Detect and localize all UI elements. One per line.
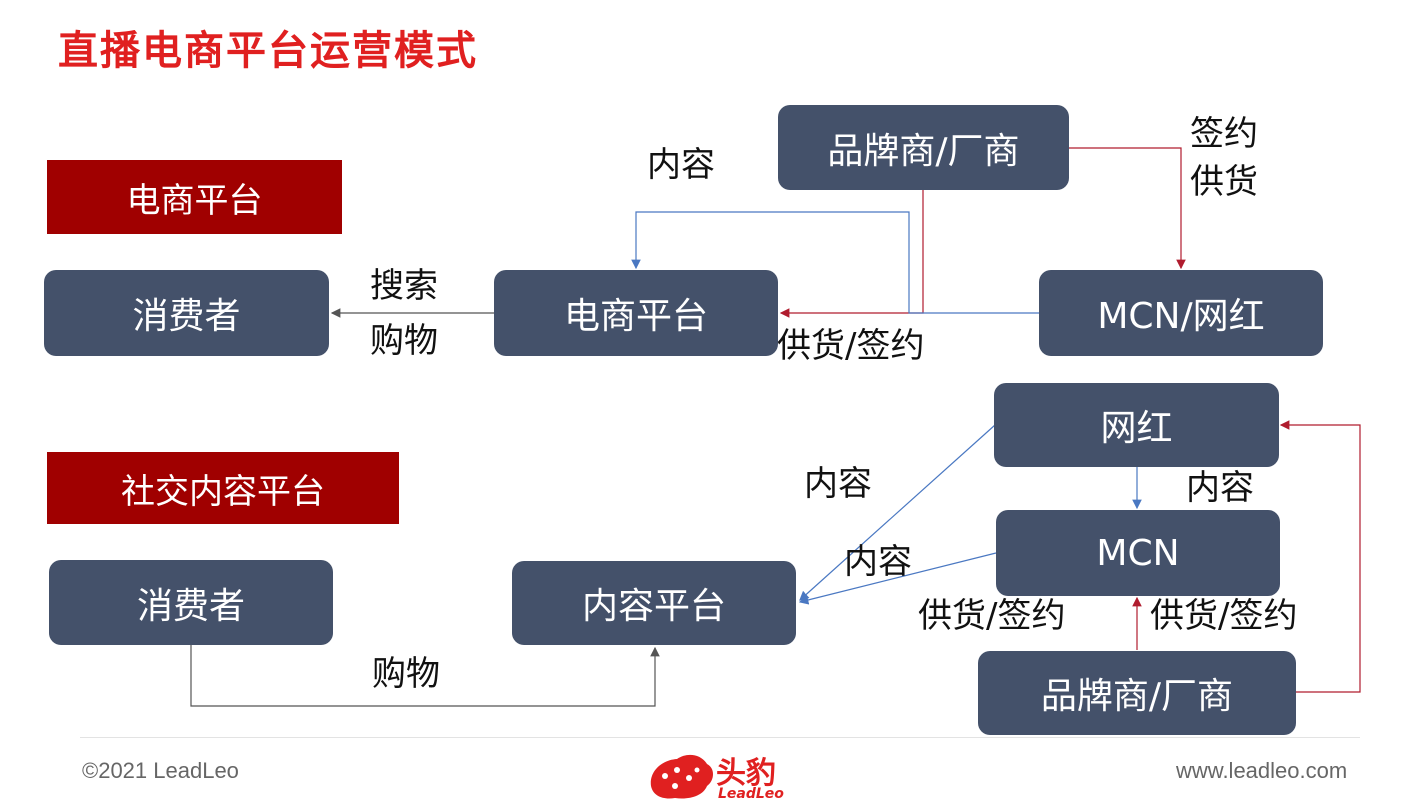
leopard-logo-icon	[650, 754, 713, 799]
label-content: 内容	[647, 145, 715, 185]
page-title: 直播电商平台运营模式	[58, 28, 478, 74]
edge-mcn-content-to-platform	[631, 211, 1039, 314]
label-search: 搜索	[370, 266, 438, 306]
edge-mcn-to-platform	[798, 552, 997, 605]
label-shop-2: 购物	[372, 654, 440, 694]
footer-url[interactable]: www.leadleo.com	[1176, 758, 1348, 783]
node-mcn-influencer: MCN/网红	[1039, 270, 1323, 356]
label-supply-sign-a: 供货/签约	[918, 596, 1066, 636]
edge-influencer-to-platform	[799, 424, 996, 601]
node-influencer: 网红	[994, 383, 1279, 467]
section-tag-social-content: 社交内容平台	[47, 452, 399, 524]
footer-logo-text: 头豹	[716, 756, 776, 791]
label-supply-sign: 供货/签约	[777, 326, 925, 366]
section-tag-ecommerce: 电商平台	[47, 160, 342, 234]
node-content-platform: 内容平台	[512, 561, 796, 645]
edge-consumer-shop-to-platform	[190, 645, 660, 707]
edge-brand-to-mcn	[1069, 147, 1186, 270]
label-content-a: 内容	[804, 464, 872, 504]
node-brand: 品牌商/厂商	[778, 105, 1069, 190]
node-mcn: MCN	[996, 510, 1280, 596]
node-consumer: 消费者	[44, 270, 329, 356]
node-brand-2: 品牌商/厂商	[978, 651, 1296, 735]
node-ecommerce-platform: 电商平台	[494, 270, 778, 356]
label-content-c: 内容	[844, 542, 912, 582]
footer-divider	[80, 737, 1360, 738]
footer-copyright: ©2021 LeadLeo	[82, 758, 239, 783]
label-supply: 供货	[1190, 162, 1258, 202]
label-supply-sign-b: 供货/签约	[1150, 596, 1298, 636]
edge-brand-to-platform	[779, 190, 924, 318]
label-shop: 购物	[370, 321, 438, 361]
footer-logo-sub: LeadLeo	[718, 786, 784, 802]
label-sign: 签约	[1190, 114, 1258, 154]
node-consumer-2: 消费者	[49, 560, 333, 645]
label-content-b: 内容	[1186, 468, 1254, 508]
edge-brand-to-influencer	[1279, 420, 1361, 693]
